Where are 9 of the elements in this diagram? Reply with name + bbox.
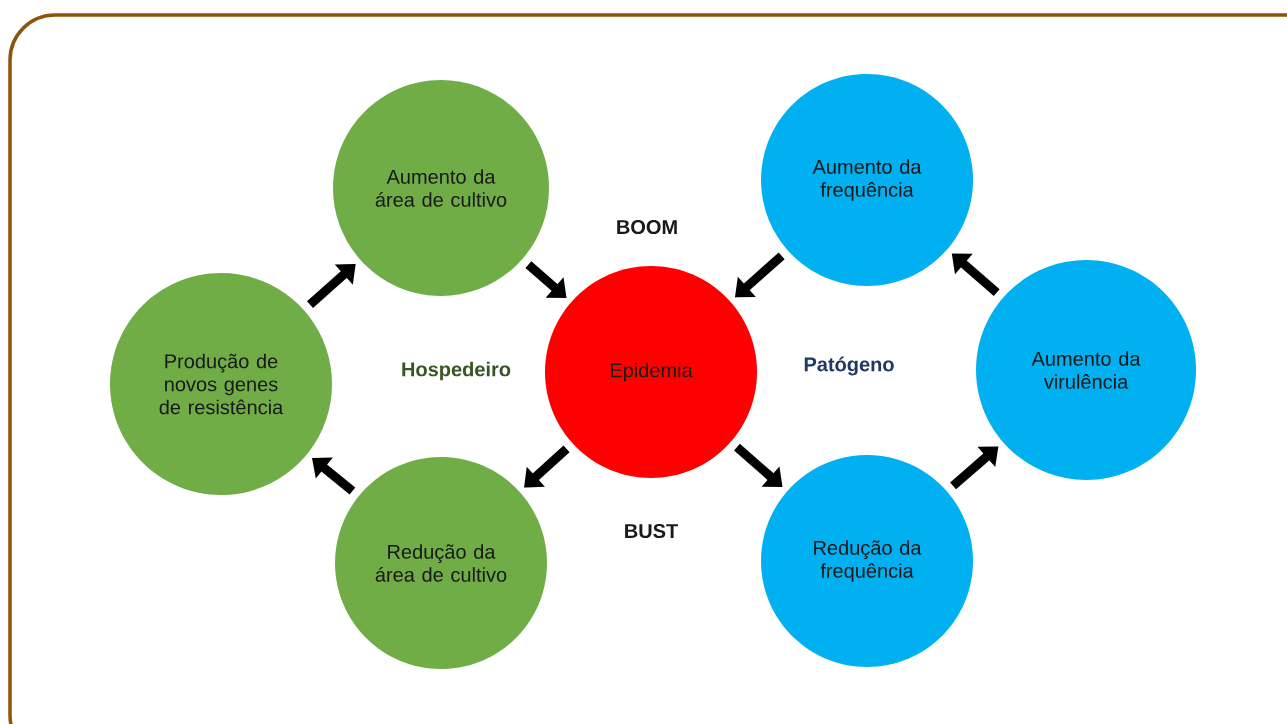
group-label: Hospedeiro — [402, 361, 511, 381]
group-label: BOOM — [617, 219, 677, 235]
block-arrow — [307, 264, 356, 309]
block-arrow — [525, 261, 567, 298]
block-arrow — [950, 446, 999, 490]
block-arrow — [734, 443, 783, 488]
group-label: Patógeno — [804, 356, 894, 376]
group-label: BUST — [625, 523, 678, 539]
block-arrow — [524, 445, 570, 488]
